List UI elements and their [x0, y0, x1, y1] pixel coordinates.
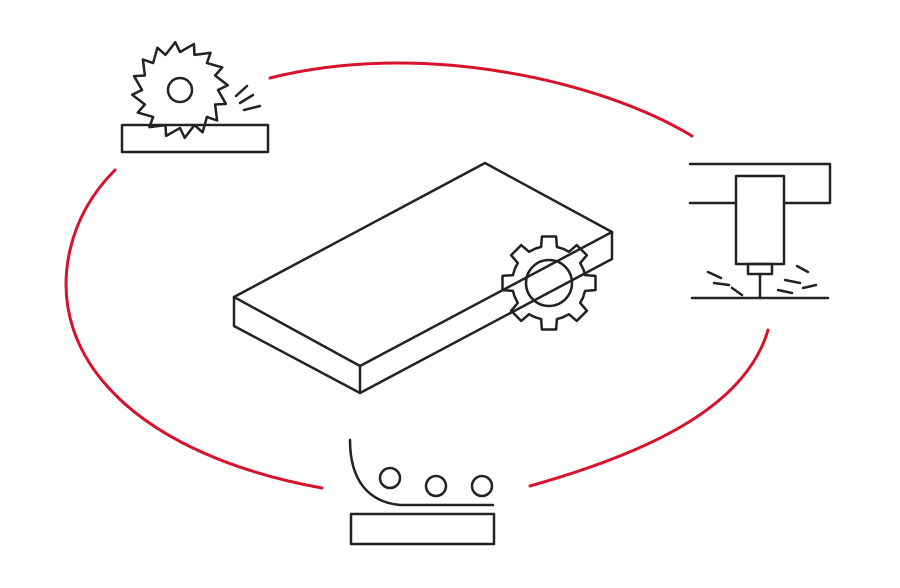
slab-right-face [358, 230, 614, 395]
edge-roller-3 [470, 474, 494, 498]
cycle-arc-top [268, 61, 694, 138]
cnc-spindle-milling-icon [688, 162, 832, 300]
gear-icon [501, 235, 597, 331]
cycle-arcs [64, 61, 770, 490]
cnc-chip-lines [706, 264, 818, 297]
saw-arbor [166, 76, 194, 104]
cnc-spindle-collet [746, 262, 774, 276]
cycle-arc-right [528, 328, 770, 488]
edge-roller-1 [378, 466, 402, 490]
edge-workpiece-board [349, 512, 496, 546]
saw-workpiece-board [120, 123, 270, 154]
cnc-gantry-head [688, 162, 832, 205]
slab-top-face [232, 161, 614, 368]
saw-dust-lines [234, 84, 262, 112]
gear-hub [524, 258, 574, 308]
circular-saw-cutting-icon [120, 40, 270, 154]
cnc-spindle-body [734, 174, 786, 266]
saw-blade-icon [130, 40, 230, 140]
edge-band-strip [348, 438, 495, 507]
cycle-arc-bottom-left [64, 168, 324, 490]
slab-front-face [232, 295, 362, 395]
workpiece-slab-with-gear-icon [232, 161, 614, 395]
edge-banding-rollers-icon [348, 438, 496, 546]
edge-roller-2 [424, 474, 448, 498]
